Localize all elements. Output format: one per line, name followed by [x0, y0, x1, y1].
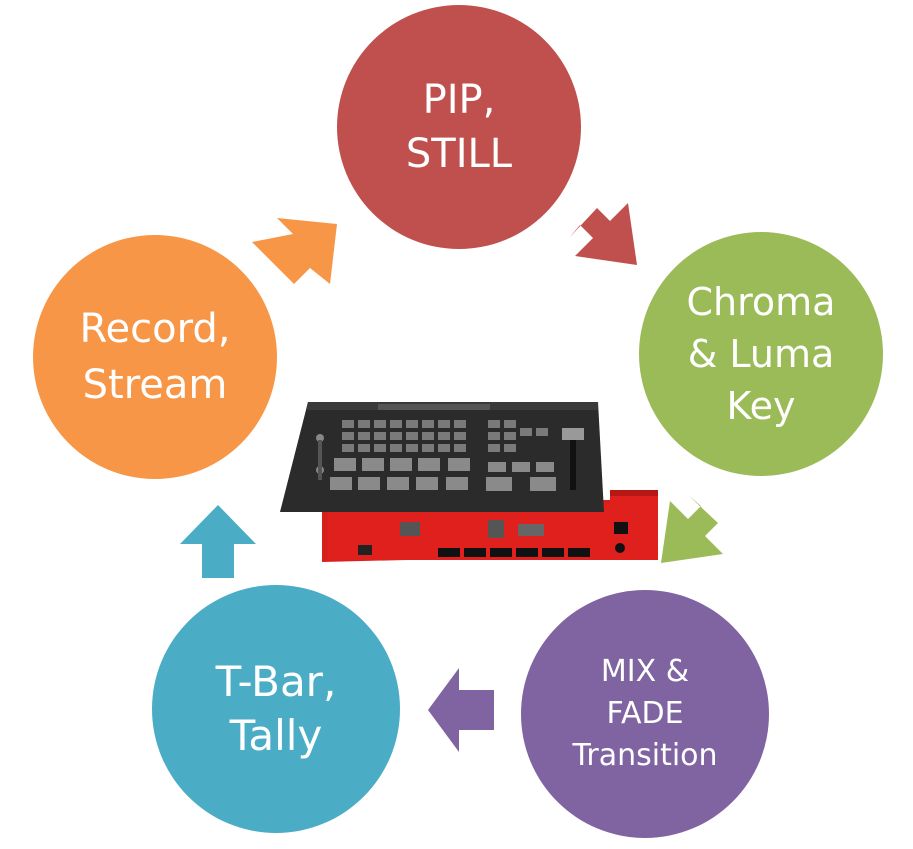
node-chroma-line-1: Chroma [686, 280, 836, 324]
node-mix-line-1: MIX & [600, 654, 690, 689]
node-pip-still: PIP, STILL [337, 5, 581, 249]
arrow-pip-to-chroma [569, 203, 637, 265]
node-mix-line-2: FADE [606, 696, 684, 731]
node-mix-line-3: Transition [572, 738, 718, 773]
arrow-record-to-pip [252, 218, 337, 284]
arrow-tbar-to-record [180, 505, 256, 578]
node-chroma-luma-key: Chroma & Luma Key [639, 232, 883, 476]
node-chroma-line-3: Key [726, 384, 796, 428]
node-tbar-line-1: T-Bar, [215, 657, 337, 706]
node-tbar-tally: T-Bar, Tally [152, 585, 400, 833]
video-switcher-device [280, 402, 658, 562]
node-pip-line-1: PIP, [422, 77, 496, 123]
node-pip-line-2: STILL [405, 131, 513, 177]
arrow-chroma-to-mix [661, 495, 723, 563]
node-mix-fade-transition: MIX & FADE Transition [521, 590, 769, 838]
node-record-line-2: Stream [82, 362, 228, 408]
node-chroma-line-2: & Luma [687, 332, 835, 376]
node-record-line-1: Record, [79, 306, 231, 352]
node-tbar-line-2: Tally [229, 711, 323, 760]
arrow-mix-to-tbar [428, 668, 494, 752]
node-record-stream: Record, Stream [33, 235, 277, 479]
